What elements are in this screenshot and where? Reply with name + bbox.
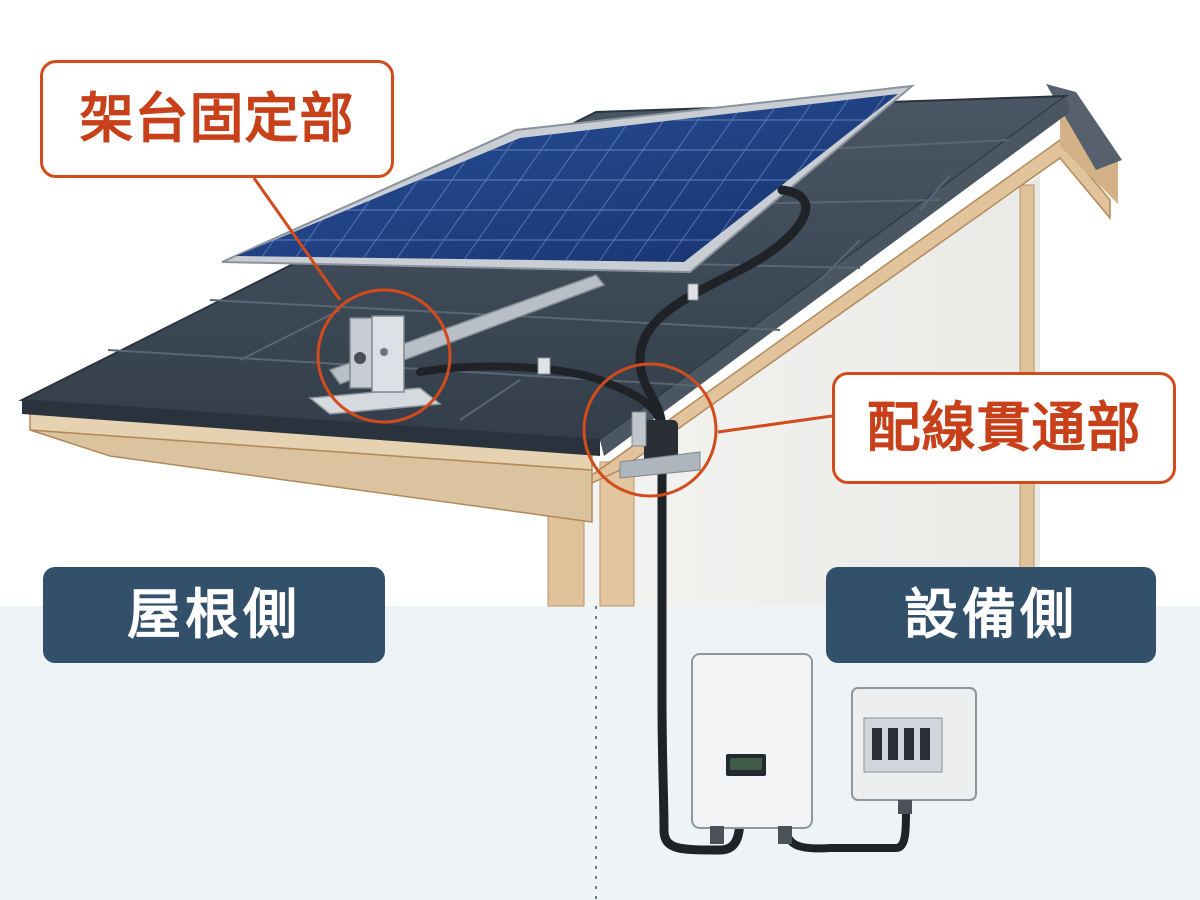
leader-line-wiring xyxy=(717,414,833,434)
mount-bracket xyxy=(308,315,442,415)
focus-ring-wiring xyxy=(582,362,718,498)
roof-front-edge xyxy=(22,400,600,456)
cable-to-bracket xyxy=(416,362,664,424)
cable-clip xyxy=(687,283,699,301)
roof-side-edge xyxy=(600,96,1070,456)
zone-label-roof-side: 屋根側 xyxy=(43,567,385,663)
inverter-unit xyxy=(691,653,813,844)
house-wall xyxy=(548,175,1040,606)
wiring-entry-fitting xyxy=(619,411,701,479)
leader-line-mount xyxy=(252,177,342,301)
breaker-box xyxy=(851,687,977,814)
callout-mount-fixing: 架台固定部 xyxy=(40,60,394,178)
solar-panel-grid xyxy=(236,94,898,262)
zone-label-equipment-side: 設備側 xyxy=(826,567,1156,663)
callout-wiring-penetration: 配線貫通部 xyxy=(832,372,1176,484)
wall-post-center xyxy=(599,461,635,607)
focus-ring-mount xyxy=(316,288,452,424)
cable-clip-2 xyxy=(537,357,551,375)
